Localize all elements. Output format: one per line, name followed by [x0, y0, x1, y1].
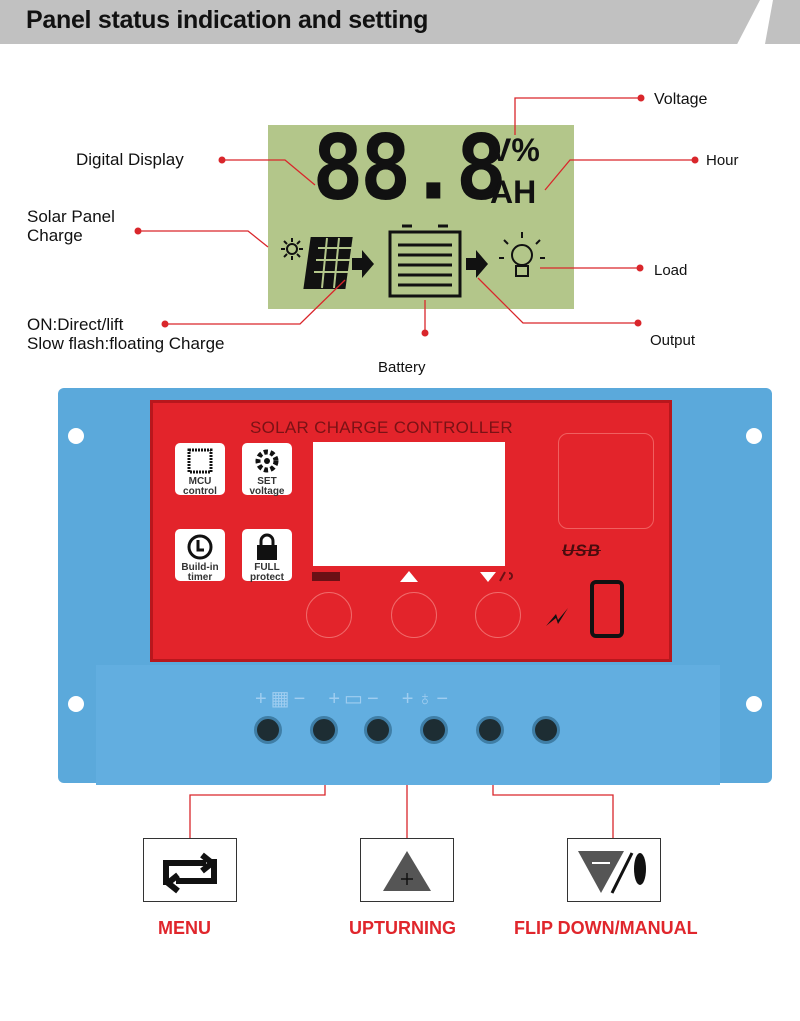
- callout-load: Load: [654, 262, 688, 279]
- terminal-screw: [476, 716, 504, 744]
- arrow-icon: [352, 250, 374, 278]
- lcd-unit-hour: AH: [490, 174, 537, 210]
- controller-title: SOLAR CHARGE CONTROLLER: [250, 418, 513, 437]
- controller-lcd-window: [313, 442, 505, 566]
- flip-down-manual-caption: FLIP DOWN/MANUAL: [514, 918, 698, 938]
- down-minus-manual-icon: [578, 851, 646, 894]
- page-title: Panel status indication and setting: [26, 6, 429, 34]
- mount-hole: [746, 428, 762, 444]
- header-band: [0, 0, 760, 44]
- terminal-screw: [364, 716, 392, 744]
- up-plus-icon: [383, 851, 431, 891]
- up-button[interactable]: [391, 592, 437, 638]
- phone-icon: [590, 580, 624, 638]
- phone-charge-icons: [546, 580, 624, 638]
- callout-slow-flash: Slow flash:floating Charge: [27, 334, 225, 353]
- bulb-icon: [499, 232, 545, 277]
- callout-solar-line1: Solar Panel: [27, 207, 115, 226]
- lcd-digits: 88.8: [312, 115, 507, 221]
- clock-icon: [187, 534, 213, 560]
- terminal-strip: [96, 665, 720, 785]
- upturning-caption: UPTURNING: [349, 918, 456, 938]
- upturning-key[interactable]: [360, 838, 454, 902]
- callout-output: Output: [650, 332, 696, 349]
- lcd-unit-voltage: V%: [490, 132, 540, 168]
- callout-hour: Hour: [706, 152, 739, 169]
- button-symbols: [312, 571, 513, 582]
- chip-icon: [187, 448, 213, 474]
- mount-hole: [746, 696, 762, 712]
- up-symbol-icon: [400, 571, 418, 582]
- usb-port-area: [558, 433, 654, 529]
- sun-icon: [281, 238, 303, 260]
- callout-digital-display: Digital Display: [76, 150, 184, 169]
- mount-hole: [68, 428, 84, 444]
- terminal-screw: [420, 716, 448, 744]
- solar-panel-icon: [303, 237, 356, 289]
- callout-charge-mode: ON:Direct/lift Slow flash:floating Charg…: [27, 315, 225, 353]
- mount-hole: [68, 696, 84, 712]
- menu-caption: MENU: [158, 918, 211, 938]
- lock-icon: [257, 533, 277, 560]
- callout-solar-line2: Charge: [27, 226, 83, 245]
- usb-label: USB: [562, 541, 601, 560]
- down-symbol-icon: [480, 572, 496, 582]
- terminal-screw: [254, 716, 282, 744]
- battery-icon: [388, 224, 462, 298]
- callout-battery: Battery: [378, 359, 426, 376]
- menu-button[interactable]: [306, 592, 352, 638]
- lightning-icon: [546, 608, 568, 626]
- menu-key[interactable]: [143, 838, 237, 902]
- arrow-icon: [466, 250, 488, 278]
- menu-symbol-icon: [312, 572, 340, 581]
- terminal-markings: +▦− +▭− +♁−: [255, 688, 453, 710]
- terminal-screw: [532, 716, 560, 744]
- flip-down-manual-key[interactable]: [567, 838, 661, 902]
- callout-on-direct: ON:Direct/lift: [27, 315, 124, 334]
- callout-solar-panel-charge: Solar Panel Charge: [27, 207, 115, 245]
- menu-cycle-icon: [163, 852, 217, 894]
- down-button[interactable]: [475, 592, 521, 638]
- callout-voltage: Voltage: [654, 91, 708, 108]
- gear-icon: [255, 449, 279, 473]
- terminal-screw: [310, 716, 338, 744]
